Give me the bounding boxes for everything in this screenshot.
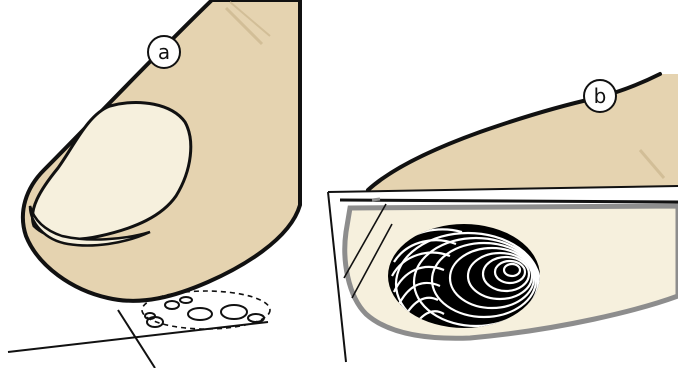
surface-line-a xyxy=(8,322,268,352)
print-residue-marks xyxy=(145,297,264,327)
callout-a: a xyxy=(148,36,180,68)
panel-b: b xyxy=(328,74,678,368)
callout-b-label: b xyxy=(594,84,607,108)
panel-a: a xyxy=(8,0,300,368)
callout-b: b xyxy=(584,80,616,112)
glass-top-edge-inner xyxy=(340,200,678,202)
callout-a-label: a xyxy=(158,40,170,64)
glass-glint xyxy=(372,199,380,200)
